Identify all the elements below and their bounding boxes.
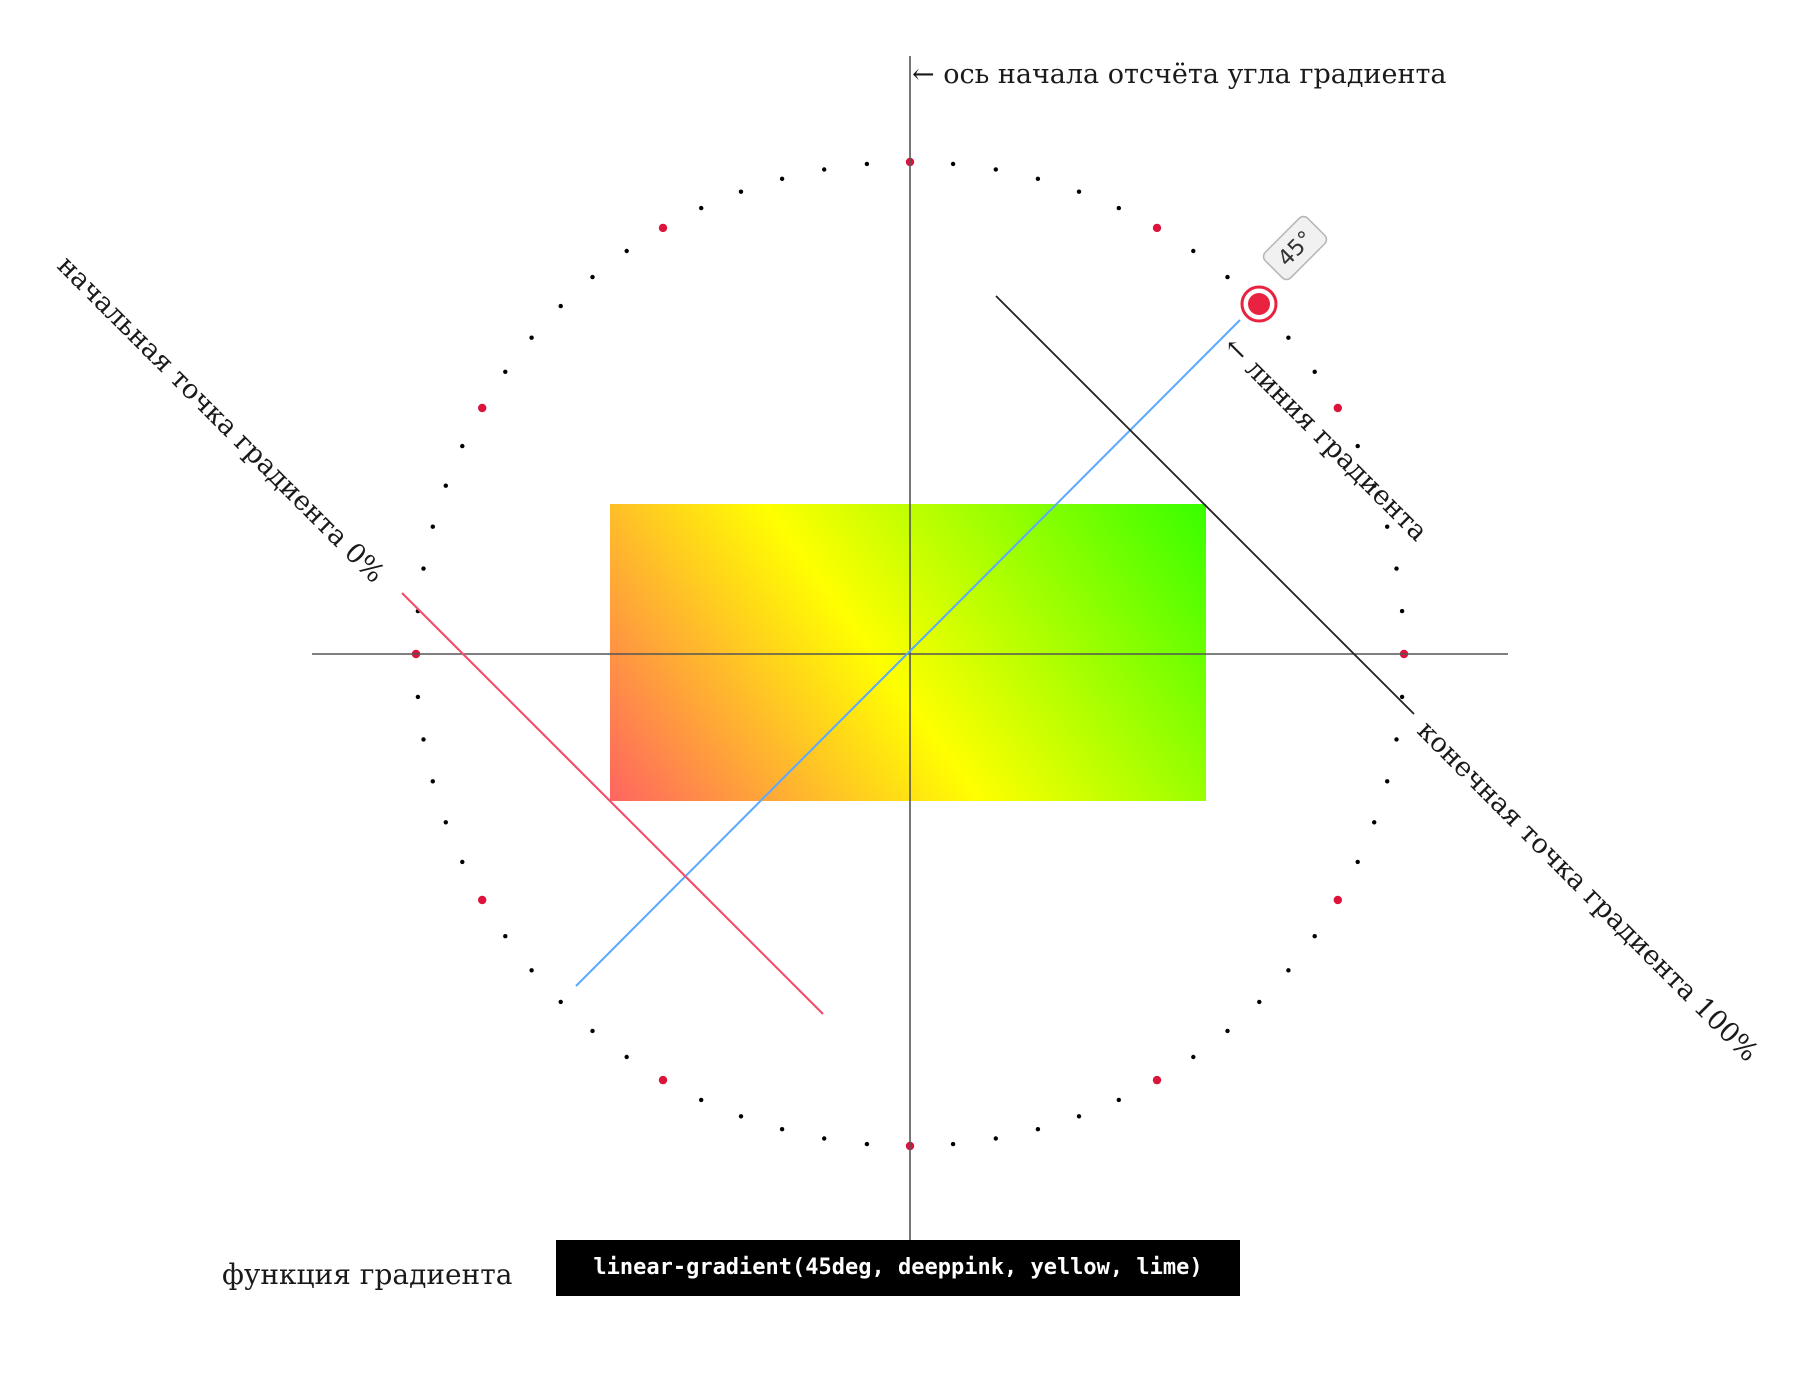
dial-minor-dot — [1355, 443, 1360, 449]
dial-minor-dot — [503, 934, 508, 939]
dial-minor-dot — [779, 176, 785, 181]
dial-minor-dot — [415, 694, 421, 700]
dial-minor-dot — [822, 167, 827, 172]
end-point-label: конечная точка градиента 100% — [1411, 715, 1764, 1068]
dial-major-dot — [1333, 895, 1343, 905]
dial-minor-dot — [529, 968, 534, 973]
dial-minor-dot — [1191, 248, 1196, 254]
dial-major-dot — [658, 1075, 668, 1085]
dial-minor-dot — [864, 1141, 870, 1147]
dial-minor-dot — [421, 737, 426, 742]
dial-minor-dot — [950, 161, 956, 167]
dial-minor-dot — [1399, 694, 1405, 700]
dial-minor-dot — [1076, 1114, 1082, 1119]
dial-minor-dot — [1116, 1097, 1122, 1103]
dial-minor-dot — [1286, 335, 1291, 340]
dial-minor-dot — [1225, 274, 1230, 280]
dial-minor-dot — [529, 335, 534, 340]
dial-minor-dot — [460, 443, 465, 449]
dial-minor-dot — [590, 1028, 595, 1034]
angle-knob[interactable] — [1240, 285, 1278, 323]
dial-major-dot — [658, 223, 668, 233]
dial-major-dot — [478, 403, 487, 413]
dial-minor-dot — [443, 820, 448, 825]
gradient-code: linear-gradient(45deg, deeppink, yellow,… — [556, 1240, 1240, 1296]
dial-minor-dot — [1191, 1054, 1196, 1060]
dial-minor-dot — [443, 483, 448, 488]
dial-minor-dot — [1385, 779, 1390, 784]
dial-minor-dot — [864, 161, 870, 167]
dial-major-dot — [1152, 223, 1162, 233]
dial-minor-dot — [624, 1054, 629, 1060]
start-point-label: начальная точка градиента 0% — [51, 250, 390, 589]
dial-minor-dot — [590, 274, 595, 280]
dial-minor-dot — [460, 859, 465, 865]
dial-minor-dot — [1394, 737, 1399, 742]
dial-minor-dot — [1035, 1127, 1041, 1132]
dial-minor-dot — [950, 1141, 956, 1147]
dial-major-dot — [1152, 1075, 1162, 1085]
dial-minor-dot — [1312, 934, 1317, 939]
dial-minor-dot — [993, 167, 998, 172]
start-point-line — [401, 592, 824, 1015]
dial-minor-dot — [738, 189, 744, 194]
dial-major-dot — [1333, 403, 1343, 413]
dial-minor-dot — [822, 1136, 827, 1141]
dial-minor-dot — [1372, 820, 1377, 825]
dial-minor-dot — [430, 779, 435, 784]
dial-minor-dot — [1116, 205, 1122, 211]
angle-dial — [411, 157, 1409, 1151]
dial-minor-dot — [1257, 999, 1262, 1005]
dial-minor-dot — [1399, 608, 1405, 614]
dial-minor-dot — [558, 999, 563, 1005]
function-label: функция градиента — [222, 1258, 513, 1291]
dial-minor-dot — [1035, 176, 1041, 181]
end-point-line — [995, 295, 1415, 715]
gradient-line — [575, 319, 1241, 987]
dial-minor-dot — [1286, 968, 1291, 973]
dial-minor-dot — [421, 566, 426, 571]
dial-major-dot — [478, 895, 487, 905]
dial-minor-dot — [1355, 859, 1360, 865]
dial-minor-dot — [1225, 1028, 1230, 1034]
dial-minor-dot — [779, 1127, 785, 1132]
dial-minor-dot — [558, 303, 563, 309]
dial-minor-dot — [1394, 566, 1399, 571]
dial-minor-dot — [1372, 483, 1377, 488]
dial-minor-dot — [699, 205, 704, 211]
dial-minor-dot — [993, 1136, 998, 1141]
dial-minor-dot — [1385, 524, 1390, 529]
dial-minor-dot — [699, 1097, 704, 1103]
angle-badge: 45° — [1262, 215, 1328, 281]
dial-minor-dot — [430, 524, 435, 529]
axis-origin-label: ← ось начала отсчёта угла градиента — [912, 59, 1447, 90]
dial-minor-dot — [503, 369, 508, 374]
gradient-line-label: ← линия градиента — [1217, 331, 1433, 547]
dial-minor-dot — [624, 248, 629, 254]
dial-minor-dot — [1312, 369, 1317, 374]
dial-minor-dot — [738, 1114, 744, 1119]
dial-minor-dot — [1076, 189, 1082, 194]
